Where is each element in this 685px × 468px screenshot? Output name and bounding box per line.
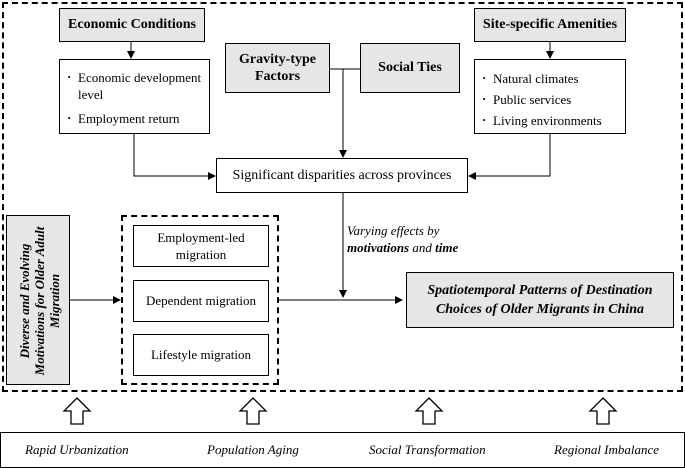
time-word: time bbox=[435, 240, 459, 255]
site-amenities-title-text: Site-specific Amenities bbox=[482, 17, 618, 32]
background-driver: Rapid Urbanization bbox=[25, 442, 129, 457]
migration-type-lifestyle: Lifestyle migration bbox=[133, 334, 269, 376]
background-arrows bbox=[62, 397, 618, 425]
economic-conditions-details: Economic development level Employment re… bbox=[59, 59, 210, 134]
economic-item: Economic development level bbox=[66, 68, 203, 103]
economic-conditions-title: Economic Conditions bbox=[59, 8, 205, 42]
up-arrow-icon bbox=[414, 397, 444, 425]
site-amenities-title: Site-specific Amenities bbox=[474, 8, 626, 42]
up-arrow-icon bbox=[588, 397, 618, 425]
economic-conditions-title-text: Economic Conditions bbox=[68, 17, 196, 32]
amenity-item: Natural climates bbox=[481, 67, 619, 89]
amenity-item: Living environments bbox=[481, 109, 619, 131]
disparities-box: Significant disparities across provinces bbox=[216, 158, 468, 193]
disparities-text: Significant disparities across provinces bbox=[232, 167, 452, 183]
migration-type-label: Dependent migration bbox=[145, 293, 257, 308]
varying-effects-line2: motivations and time bbox=[347, 239, 458, 256]
migration-type-dependent: Dependent migration bbox=[133, 280, 269, 322]
varying-effects-note: Varying effects by motivations and time bbox=[347, 222, 458, 256]
background-drivers-bar: Rapid Urbanization Population Aging Soci… bbox=[0, 432, 685, 468]
migration-type-employment: Employment-led migration bbox=[133, 225, 269, 267]
and-word: and bbox=[409, 240, 436, 255]
migration-type-label: Lifestyle migration bbox=[150, 347, 251, 362]
gravity-factors-text: Gravity-type Factors bbox=[239, 52, 316, 84]
economic-item: Employment return bbox=[66, 109, 203, 127]
migration-type-label: Employment-led migration bbox=[157, 230, 245, 262]
social-ties-text: Social Ties bbox=[378, 60, 442, 75]
social-ties-box: Social Ties bbox=[360, 43, 460, 93]
outcome-text: Spatiotemporal Patterns of Destination C… bbox=[427, 283, 653, 317]
migration-types-group bbox=[121, 215, 279, 385]
background-driver: Social Transformation bbox=[369, 442, 486, 457]
up-arrow-icon bbox=[62, 397, 92, 425]
motivations-word: motivations bbox=[347, 240, 410, 255]
gravity-factors-box: Gravity-type Factors bbox=[225, 43, 330, 93]
background-driver: Regional Imbalance bbox=[554, 442, 660, 457]
framework-frame bbox=[2, 2, 683, 392]
background-driver: Population Aging bbox=[207, 442, 299, 457]
site-amenities-details: Natural climates Public services Living … bbox=[474, 59, 626, 134]
motivations-box: Diverse and Evolving Motivations for Old… bbox=[6, 215, 70, 385]
amenity-item: Public services bbox=[481, 88, 619, 110]
motivations-text: Diverse and Evolving Motivations for Old… bbox=[16, 226, 62, 376]
varying-effects-line1: Varying effects by bbox=[347, 223, 440, 238]
outcome-box: Spatiotemporal Patterns of Destination C… bbox=[406, 272, 674, 328]
up-arrow-icon bbox=[238, 397, 268, 425]
